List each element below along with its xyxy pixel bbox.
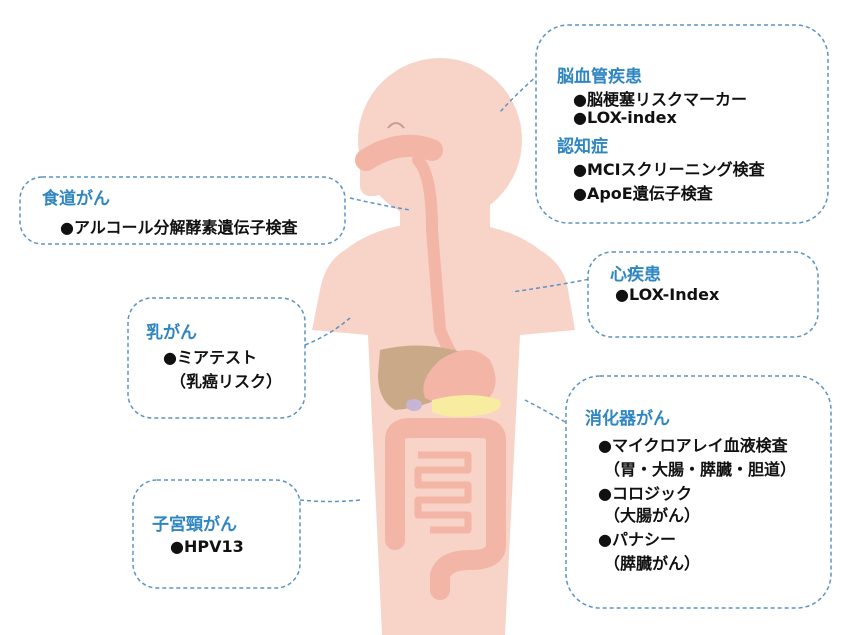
heart-title: 心疾患 <box>610 265 661 285</box>
stomach <box>423 350 496 407</box>
esophagus-item-alcohol-gene-test: ●アルコール分解酵素遺伝子検査 <box>60 218 298 237</box>
cervical-title: 子宮頸がん <box>152 515 237 535</box>
dementia-title: 認知症 <box>557 137 608 157</box>
digestive-title: 消化器がん <box>585 409 670 429</box>
digestive-item-cologic-organ: （大腸がん） <box>604 506 701 525</box>
small-intestine <box>414 451 472 534</box>
digestive-item-cologic: ●コロジック <box>598 484 692 503</box>
heart-item-lox-index: ●LOX-Index <box>615 285 720 304</box>
digestive-item-microarray: ●マイクロアレイ血液検査 <box>598 436 788 455</box>
breast-title: 乳がん <box>146 323 197 343</box>
cervical-item-hpv13: ●HPV13 <box>170 537 244 556</box>
large-intestine <box>385 418 506 600</box>
breast-item-mia-test: ●ミアテスト <box>163 348 257 367</box>
callout-boxes <box>19 24 832 609</box>
brain-item-stroke-marker: ●脳梗塞リスクマーカー <box>573 90 747 109</box>
breast-item-risk-note: （乳癌リスク） <box>170 372 283 391</box>
esophagus-title: 食道がん <box>42 189 110 209</box>
brain-item-lox-index: ●LOX-index <box>573 108 677 127</box>
gallbladder <box>406 399 422 411</box>
cerebrovascular-title: 脳血管疾患 <box>557 67 642 87</box>
brain-item-apoe-test: ●ApoE遺伝子検査 <box>573 184 713 203</box>
brain-item-mci-screening: ●MCIスクリーニング検査 <box>573 160 765 179</box>
pancreas <box>432 395 501 417</box>
ear-icon <box>387 122 405 129</box>
digestive-item-panacea-organ: （膵臓がん） <box>604 554 701 573</box>
digestive-item-panacea: ●パナシー <box>598 530 676 549</box>
digestive-item-microarray-organs: （胃・大腸・膵臓・胆道） <box>604 460 797 479</box>
nasal-cavity <box>355 134 443 171</box>
